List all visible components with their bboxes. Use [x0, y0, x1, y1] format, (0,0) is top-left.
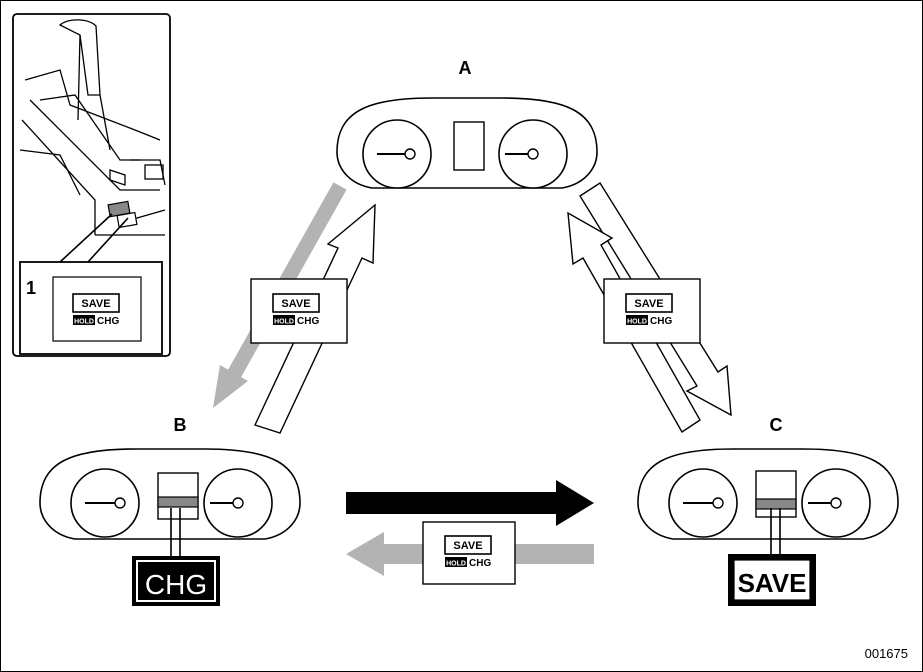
cluster-c	[637, 448, 899, 540]
button-box-right: SAVE HOLD CHG	[603, 278, 701, 344]
button-hold-text: HOLD	[627, 319, 647, 326]
button-chg-text: CHG	[650, 316, 672, 327]
chg-indicator: CHG	[132, 556, 220, 606]
button-save-text: SAVE	[281, 298, 310, 310]
save-indicator-text: SAVE	[738, 568, 807, 598]
button-hold-text: HOLD	[74, 319, 94, 326]
console-inset	[12, 13, 171, 357]
button-save-text: SAVE	[453, 540, 482, 552]
figure-code: 001675	[865, 646, 908, 661]
cluster-b	[39, 448, 301, 540]
cluster-a	[336, 97, 598, 189]
button-hold-text: HOLD	[446, 561, 466, 568]
button-chg-text: CHG	[469, 558, 491, 569]
label-b: B	[174, 415, 187, 435]
button-save-text: SAVE	[81, 298, 110, 310]
label-a: A	[459, 58, 472, 78]
inset-button: SAVE HOLD CHG	[72, 293, 120, 327]
button-hold-text: HOLD	[274, 319, 294, 326]
arrow-b-to-c	[346, 480, 594, 526]
button-save-text: SAVE	[634, 298, 663, 310]
button-chg-text: CHG	[97, 316, 119, 327]
chg-indicator-text: CHG	[145, 569, 207, 600]
save-indicator: SAVE	[728, 554, 816, 606]
label-c: C	[770, 415, 783, 435]
button-chg-text: CHG	[297, 316, 319, 327]
button-box-left: SAVE HOLD CHG	[250, 278, 348, 344]
button-box-bottom: SAVE HOLD CHG	[422, 521, 516, 585]
callout-number: 1	[26, 278, 36, 298]
